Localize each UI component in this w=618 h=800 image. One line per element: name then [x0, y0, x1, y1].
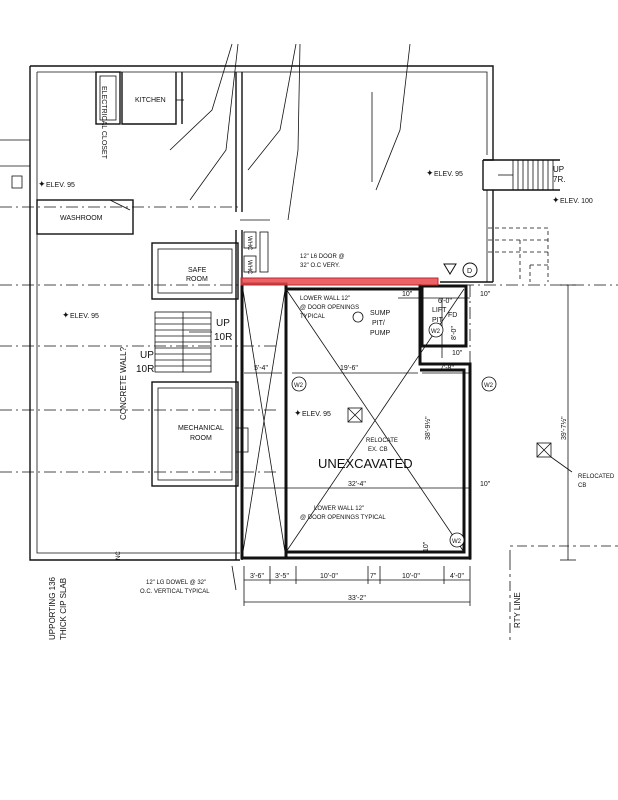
- room-label-sump-3: PUMP: [370, 330, 391, 337]
- mechanical-room: [151, 381, 249, 487]
- elev-label-95-mid: ELEV. 95: [70, 313, 99, 320]
- elev-marker-icon: ✦: [294, 408, 302, 418]
- note-lower-wall-bot-2: @ DOOR OPENINGS TYPICAL: [300, 515, 386, 521]
- elev-marker-icon: ✦: [62, 310, 70, 320]
- dim-10-c: 10": [480, 481, 491, 488]
- note-supporting-2: THICK CIP SLAB: [59, 578, 68, 640]
- note-door-2: 32" O.C VERY.: [300, 263, 340, 269]
- elev-marker-icon: ✦: [552, 195, 560, 205]
- room-label-fd: FD: [448, 312, 457, 319]
- dim-10-d: 10": [452, 350, 463, 357]
- note-lower-wall-top-3: TYPICAL: [300, 314, 326, 320]
- room-label-mechanical-1: MECHANICAL: [178, 425, 224, 432]
- electrical-closet: [95, 71, 121, 125]
- stair-left: [154, 311, 212, 373]
- note-property-line: RTY LINE: [513, 592, 522, 628]
- room-label-electrical: ELECTRICAL CLOSET: [100, 86, 107, 160]
- room-label-lift-2: PIT: [432, 317, 444, 324]
- stair-left-count: 10R: [214, 332, 232, 343]
- note-supporting-1: UPPORTING 136: [48, 576, 57, 640]
- stair-top-up: UP: [553, 165, 564, 174]
- dim-10-0a: 10'-0": [320, 573, 338, 580]
- bottom-dimension-strings: [231, 565, 471, 606]
- note-lower-wall-top-2: @ DOOR OPENINGS: [300, 305, 359, 311]
- property-line: [509, 545, 618, 640]
- whc-label-2: WHC: [246, 260, 252, 275]
- note-dowel-1: 12" LG DOWEL @ 32": [146, 580, 206, 586]
- svg-text:W2: W2: [452, 539, 462, 545]
- dim-33-2: 33'-2": [348, 595, 366, 602]
- unexcavated-area: [240, 282, 472, 560]
- note-relocate-2: EX. CB: [368, 447, 388, 453]
- wall-tag-w2-4: W2: [449, 532, 465, 548]
- note-relocated-1: RELOCATED: [578, 474, 615, 480]
- dim-5-4: 5'-4": [254, 365, 268, 372]
- leader-arrows: [169, 43, 411, 221]
- wall-tag-w2-1: W2: [291, 376, 307, 392]
- room-label-lift-1: LIFT: [432, 307, 447, 314]
- note-concrete-wall: CONCRETE WALL?: [119, 346, 128, 420]
- elev-marker-icon: ✦: [38, 179, 46, 189]
- dimension-lines: [244, 284, 576, 561]
- dim-39-7: 39'-7½": [560, 416, 568, 440]
- note-relocate-1: RELOCATE: [366, 438, 398, 444]
- dim-4-0: 4'-0": [450, 573, 464, 580]
- dim-7: 7": [370, 573, 377, 580]
- note-nc: NC: [116, 551, 122, 560]
- room-label-safe-1: SAFE: [188, 267, 207, 274]
- stair-left-up: UP: [216, 318, 230, 329]
- room-label-safe-2: ROOM: [186, 276, 208, 283]
- safe-room: [151, 242, 239, 300]
- stair-top-count: 7R.: [553, 175, 565, 184]
- wall-tag-w2-2: W2: [481, 376, 497, 392]
- elev-marker-icon: ✦: [426, 168, 434, 178]
- dim-38-9: 38'-9½": [424, 416, 432, 440]
- dim-10-e: 10": [423, 541, 430, 552]
- room-label-washroom: WASHROOM: [60, 215, 103, 222]
- room-label-sump-1: SUMP: [370, 310, 391, 317]
- dim-19-6: 19'-6": [340, 365, 358, 372]
- wall-tag-w2-3: W2: [428, 322, 444, 338]
- stair-mid-up: UP: [140, 350, 154, 361]
- svg-text:W2: W2: [431, 329, 441, 335]
- dim-10-a: 10": [402, 291, 413, 298]
- elev-label-95-left: ELEV. 95: [46, 182, 75, 189]
- note-lower-wall-top-1: LOWER WALL 12": [300, 296, 350, 302]
- elev-label-95-top: ELEV. 95: [434, 171, 463, 178]
- note-lower-wall-bot-1: LOWER WALL 12": [314, 506, 364, 512]
- highlight-bar: [240, 277, 439, 286]
- dim-8-0: 8'-0": [451, 326, 458, 340]
- dim-32-4: 32'-4": [348, 481, 366, 488]
- note-relocated-2: CB: [578, 483, 586, 489]
- dashed-outline-right: [488, 227, 549, 282]
- dim-3-5: 3'-5": [275, 573, 289, 580]
- dim-10-b: 10": [480, 291, 491, 298]
- room-label-mechanical-2: ROOM: [190, 435, 212, 442]
- room-label-kitchen: KITCHEN: [135, 97, 166, 104]
- svg-text:W2: W2: [294, 383, 304, 389]
- dim-6-0: 6'-0": [438, 298, 452, 305]
- dim-7-8: 7'-8": [440, 365, 454, 372]
- whc-label-1: WHC: [246, 236, 252, 251]
- room-label-unexcavated: UNEXCAVATED: [318, 456, 413, 471]
- svg-text:W2: W2: [484, 383, 494, 389]
- note-door-1: 12" L6 DOOR @: [300, 254, 345, 260]
- elev-label-100: ELEV. 100: [560, 198, 593, 205]
- stair-top-right: [498, 159, 554, 191]
- relocated-cb: [536, 442, 573, 473]
- stair-mid-count: 10R: [136, 364, 154, 375]
- section-marker-icon: [443, 263, 457, 275]
- svg-text:D: D: [467, 268, 472, 275]
- grid-bubble-d: D: [462, 262, 478, 278]
- dim-10-0b: 10'-0": [402, 573, 420, 580]
- dim-3-6: 3'-6": [250, 573, 264, 580]
- room-label-sump-2: PIT/: [372, 320, 385, 327]
- note-dowel-2: O.C. VERTICAL TYPICAL: [140, 589, 210, 595]
- washroom: [36, 199, 134, 235]
- elev-label-95-unexcavated: ELEV. 95: [302, 411, 331, 418]
